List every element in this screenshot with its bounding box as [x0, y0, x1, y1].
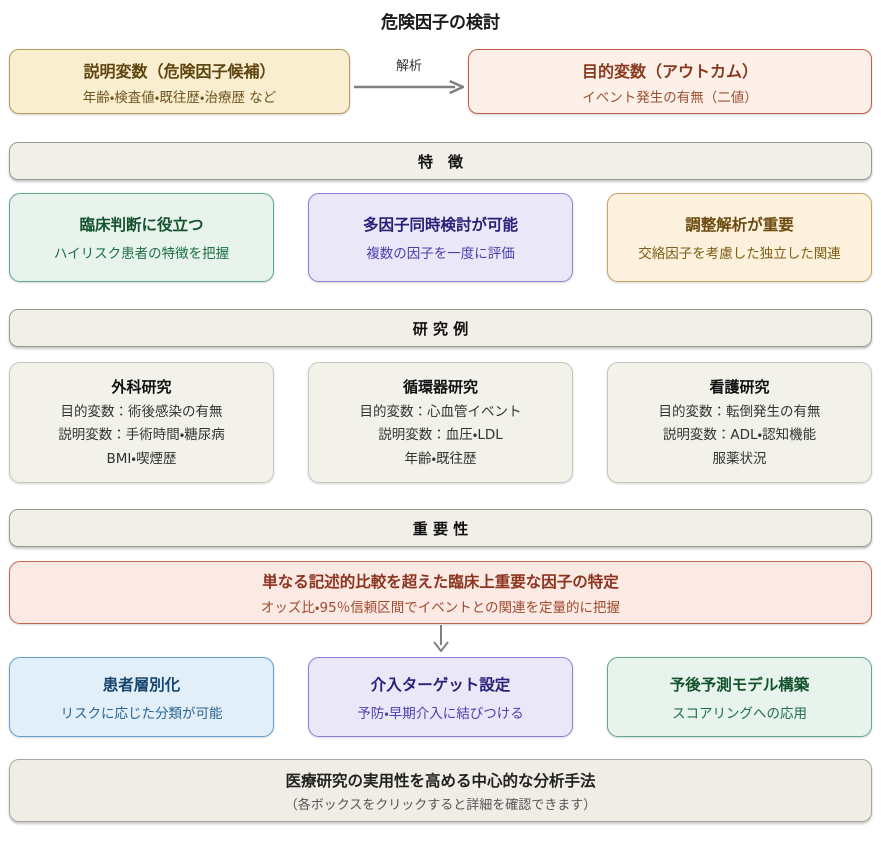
highlight-title: 単なる記述的比較を超えた臨床上重要な因子の特定 — [262, 572, 619, 591]
page-title: 危険因子の検討 — [381, 13, 500, 33]
feature-card-multifactor[interactable]: 多因子同時検討が可能 複数の因子を一度に評価 — [308, 193, 573, 282]
explanatory-title: 説明変数（危険因子候補） — [83, 61, 276, 81]
card-line: 説明変数：手術時間・糖尿病 — [58, 427, 225, 444]
explanatory-subtitle: 年齢・検査値・既往歴・治療歴 など — [82, 89, 277, 106]
card-title: 外科研究 — [111, 378, 172, 397]
right-arrow-icon — [354, 79, 464, 95]
card-title: 介入ターゲット設定 — [370, 675, 511, 694]
footer-title: 医療研究の実用性を高める中心的な分析手法 — [285, 771, 596, 790]
app-card-stratification[interactable]: 患者層別化 リスクに応じた分類が可能 — [9, 657, 274, 737]
card-line: 説明変数：血圧・LDL — [378, 427, 503, 444]
highlight-subtitle: オッズ比・95％信頼区間でイベントとの関連を定量的に把握 — [260, 599, 621, 616]
section-header-examples: 研 究 例 — [9, 309, 872, 347]
footer-hint: （各ボックスをクリックすると詳細を確認できます） — [284, 797, 597, 813]
examples-row: 外科研究 目的変数：術後感染の有無 説明変数：手術時間・糖尿病 BMI・喫煙歴 … — [9, 362, 872, 483]
card-title: 調整解析が重要 — [685, 216, 794, 234]
example-card-nursing[interactable]: 看護研究 目的変数：転倒発生の有無 説明変数：ADL・認知機能 服薬状況 — [607, 362, 872, 483]
card-line: BMI・喫煙歴 — [106, 450, 177, 467]
footer-summary-bar: 医療研究の実用性を高める中心的な分析手法 （各ボックスをクリックすると詳細を確認… — [9, 759, 872, 822]
outcome-title: 目的変数（アウトカム） — [581, 61, 758, 81]
card-line: 服薬状況 — [712, 450, 767, 467]
card-subtitle: 予防・早期介入に結びつける — [357, 705, 524, 722]
outcome-variable-box[interactable]: 目的変数（アウトカム） イベント発生の有無（二値） — [468, 49, 872, 114]
card-title: 多因子同時検討が可能 — [362, 216, 518, 234]
app-card-prediction-model[interactable]: 予後予測モデル構築 スコアリングへの応用 — [607, 657, 872, 737]
outcome-subtitle: イベント発生の有無（二値） — [582, 89, 758, 106]
arrow-label: 解析 — [395, 59, 423, 74]
card-subtitle: リスクに応じた分類が可能 — [60, 705, 223, 722]
card-line: 目的変数：心血管イベント — [359, 404, 522, 421]
card-line: 年齢・既往歴 — [404, 450, 477, 467]
importance-highlight-box[interactable]: 単なる記述的比較を超えた臨床上重要な因子の特定 オッズ比・95％信頼区間でイベン… — [9, 561, 872, 624]
analysis-flow-connector: 解析 — [350, 49, 468, 114]
card-title: 予後予測モデル構築 — [669, 675, 810, 694]
variables-flow-row: 説明変数（危険因子候補） 年齢・検査値・既往歴・治療歴 など 解析 目的変数（ア… — [9, 49, 872, 114]
card-title: 看護研究 — [709, 378, 770, 397]
card-title: 臨床判断に役立つ — [79, 216, 204, 234]
example-card-cardiology[interactable]: 循環器研究 目的変数：心血管イベント 説明変数：血圧・LDL 年齢・既往歴 — [308, 362, 573, 483]
card-line: 目的変数：転倒発生の有無 — [658, 404, 821, 421]
card-subtitle: 交絡因子を考慮した独立した関連 — [638, 246, 841, 262]
card-title: 患者層別化 — [102, 675, 181, 694]
feature-card-adjustment[interactable]: 調整解析が重要 交絡因子を考慮した独立した関連 — [607, 193, 872, 282]
app-card-intervention-target[interactable]: 介入ターゲット設定 予防・早期介入に結びつける — [308, 657, 573, 737]
section-header-importance: 重 要 性 — [9, 509, 872, 547]
applications-row: 患者層別化 リスクに応じた分類が可能 介入ターゲット設定 予防・早期介入に結びつ… — [9, 657, 872, 737]
example-card-surgery[interactable]: 外科研究 目的変数：術後感染の有無 説明変数：手術時間・糖尿病 BMI・喫煙歴 — [9, 362, 274, 483]
section-header-features: 特 徴 — [9, 142, 872, 180]
card-line: 目的変数：術後感染の有無 — [60, 404, 223, 421]
card-subtitle: 複数の因子を一度に評価 — [366, 246, 515, 262]
card-line: 説明変数：ADL・認知機能 — [662, 427, 817, 444]
down-arrow-icon — [432, 625, 449, 652]
card-subtitle: ハイリスク患者の特徴を把握 — [53, 246, 230, 262]
down-arrow-connector — [9, 624, 872, 653]
card-title: 循環器研究 — [402, 378, 478, 397]
feature-card-clinical[interactable]: 臨床判断に役立つ ハイリスク患者の特徴を把握 — [9, 193, 274, 282]
card-subtitle: スコアリングへの応用 — [672, 705, 807, 722]
explanatory-variables-box[interactable]: 説明変数（危険因子候補） 年齢・検査値・既往歴・治療歴 など — [9, 49, 350, 114]
features-row: 臨床判断に役立つ ハイリスク患者の特徴を把握 多因子同時検討が可能 複数の因子を… — [9, 193, 872, 282]
